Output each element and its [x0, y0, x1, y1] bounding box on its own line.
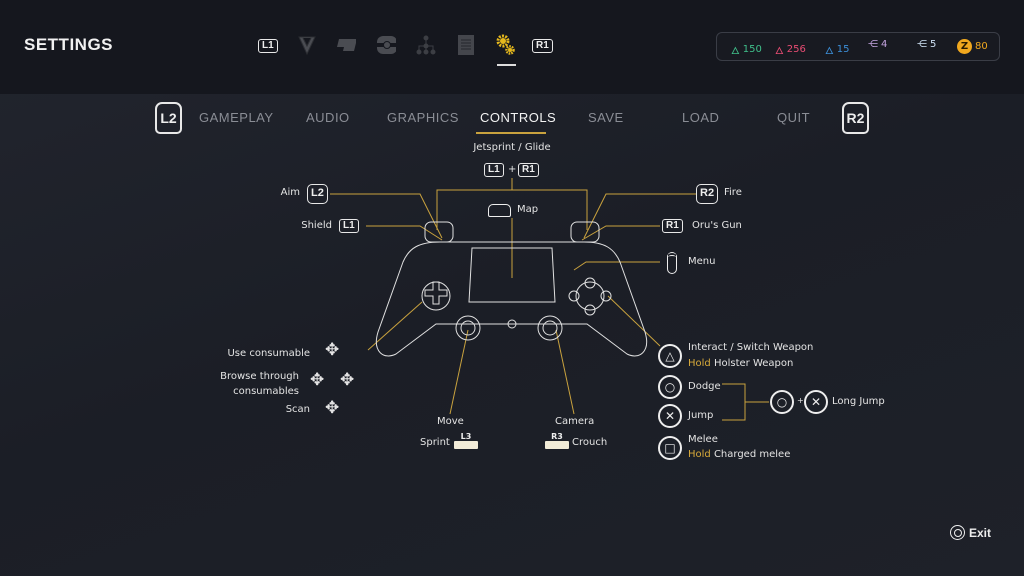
r1-badge: R1: [518, 163, 539, 177]
use-consumable-label: Use consumable: [227, 348, 310, 359]
red-flame-icon: 🜂: [775, 46, 784, 57]
document-icon: [458, 35, 474, 55]
blue-flame-icon: 🜂: [825, 46, 834, 57]
jump-label: Jump: [688, 410, 714, 421]
tab-controls[interactable]: CONTROLS: [480, 110, 557, 125]
page-title: SETTINGS: [24, 35, 114, 54]
fire-label: Fire: [724, 187, 742, 198]
scan-label: Scan: [285, 404, 310, 415]
plus-sign: +: [508, 164, 517, 175]
shield-label: Shield: [301, 220, 332, 231]
tab-audio[interactable]: AUDIO: [306, 110, 350, 125]
holster-label: Hold Holster Weapon: [688, 358, 794, 369]
browse-label-2: consumables: [233, 386, 299, 397]
category-skill-tree[interactable]: [416, 34, 436, 56]
lightblue-node-icon: ⋲: [917, 39, 927, 50]
z-coin-icon: Z: [957, 39, 972, 54]
dodge-label: Dodge: [688, 381, 721, 392]
cross-button-icon: ✕: [804, 390, 828, 414]
purple-node-icon: ⋲: [868, 39, 878, 50]
tab-quit[interactable]: QUIT: [777, 110, 811, 125]
resource-red: 🜂256: [775, 39, 806, 60]
resource-green: 🜂150: [731, 39, 762, 60]
camera-label: Camera: [555, 416, 595, 427]
menu-label: Menu: [688, 256, 716, 267]
category-pod[interactable]: [376, 34, 396, 56]
resource-purple: ⋲4: [868, 39, 888, 50]
category-chevron-emblem[interactable]: [297, 34, 317, 56]
prev-tab-button[interactable]: L2: [155, 102, 182, 134]
touchpad-icon: [488, 204, 511, 217]
dpad-up-icon: ✥: [325, 340, 340, 360]
tab-active-underline: [476, 132, 546, 134]
map-label: Map: [517, 204, 539, 215]
dpad-down-icon: ✥: [325, 398, 340, 418]
melee-label: Melee: [688, 434, 718, 445]
tab-save[interactable]: SAVE: [588, 110, 624, 125]
r1-badge: R1: [662, 219, 683, 233]
pod-icon: [377, 36, 396, 54]
sprint-label: Sprint: [420, 437, 450, 448]
dpad-right-icon: ✥: [340, 370, 355, 390]
skill-tree-icon: [416, 35, 436, 55]
l1-badge: L1: [484, 163, 504, 177]
category-document[interactable]: [456, 34, 476, 56]
circle-button-icon: ○: [658, 375, 682, 399]
cross-button-icon: ✕: [658, 404, 682, 428]
long-jump-label: Long Jump: [832, 396, 885, 407]
exit-button[interactable]: Exit: [950, 525, 991, 540]
green-flame-icon: 🜂: [731, 46, 740, 57]
resource-blue: 🜂15: [825, 39, 849, 60]
l2-badge: L2: [307, 184, 328, 204]
tab-graphics[interactable]: GRAPHICS: [387, 110, 459, 125]
jetsprint-label: Jetsprint / Glide: [473, 142, 551, 153]
interact-label: Interact / Switch Weapon: [688, 342, 814, 353]
tab-load[interactable]: LOAD: [682, 110, 720, 125]
prev-category-button[interactable]: L1: [258, 39, 278, 53]
orus-gun-label: Oru's Gun: [692, 220, 742, 231]
category-active-underline: [497, 64, 516, 66]
chevron-emblem-icon: [298, 36, 316, 55]
category-weapon[interactable]: [336, 34, 356, 56]
triangle-button-icon: △: [658, 344, 682, 368]
tab-gameplay[interactable]: GAMEPLAY: [199, 110, 274, 125]
category-settings[interactable]: [496, 34, 516, 56]
weapon-logo-icon: [337, 39, 356, 51]
circle-button-icon: [950, 525, 965, 540]
l1-badge: L1: [339, 219, 359, 233]
move-label: Move: [437, 416, 464, 427]
leader-lines: [330, 178, 769, 421]
controller-outline: [376, 221, 647, 357]
dpad-left-icon: ✥: [310, 370, 325, 390]
crouch-label: Crouch: [572, 437, 608, 448]
options-button-icon: [667, 252, 677, 274]
charged-melee-label: Hold Charged melee: [688, 449, 791, 460]
r3-stick-icon: R3: [543, 432, 571, 452]
r2-badge: R2: [696, 184, 719, 204]
circle-button-icon: ○: [770, 390, 794, 414]
aim-label: Aim: [280, 187, 300, 198]
gears-icon: [496, 34, 515, 55]
next-category-button[interactable]: R1: [532, 39, 553, 53]
next-tab-button[interactable]: R2: [842, 102, 869, 134]
plus-sign: +: [797, 396, 804, 405]
l3-stick-icon: L3: [452, 432, 480, 452]
resource-lightblue: ⋲5: [917, 39, 937, 50]
square-button-icon: □: [658, 436, 682, 460]
browse-label-1: Browse through: [220, 371, 299, 382]
